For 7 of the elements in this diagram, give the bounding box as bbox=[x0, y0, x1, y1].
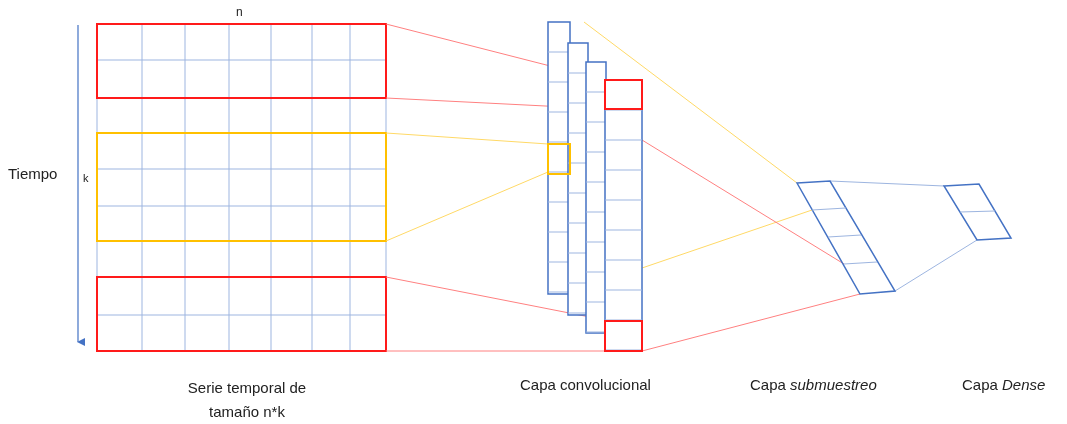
caption-text: Capa Dense bbox=[962, 376, 1046, 393]
caption-text: Serie temporal de tamaño n*k bbox=[186, 378, 308, 422]
axis-label: k bbox=[83, 172, 89, 184]
caption-text: Capa submuestreo bbox=[750, 376, 877, 393]
caption-text: Capa convolucional bbox=[520, 376, 651, 393]
axis-label: n bbox=[236, 5, 243, 19]
axis-label: Tiempo bbox=[8, 165, 58, 182]
